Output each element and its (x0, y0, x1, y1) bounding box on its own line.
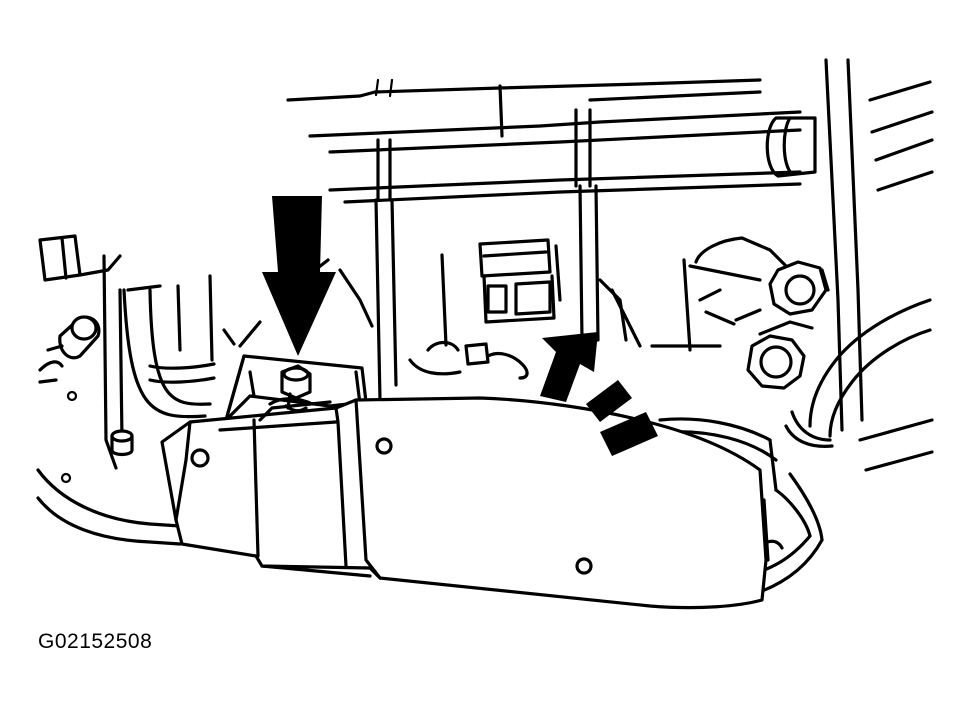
cover-bolt-icon (268, 364, 314, 413)
hose (784, 298, 932, 448)
down-arrow-icon (262, 196, 336, 356)
right-frame-rail (824, 58, 934, 472)
right-nut-bracket (688, 236, 792, 326)
upper-frame-lines (286, 78, 817, 204)
support-struts (374, 184, 692, 402)
dashed-up-right-arrow-icon (540, 332, 658, 456)
center-bracket (308, 238, 722, 380)
left-casting (36, 234, 262, 546)
cover-plate (160, 354, 768, 610)
figure-id-label: G02152508 (38, 630, 153, 653)
upper-nut-icon (768, 260, 830, 316)
lower-nut-icon (746, 320, 814, 390)
